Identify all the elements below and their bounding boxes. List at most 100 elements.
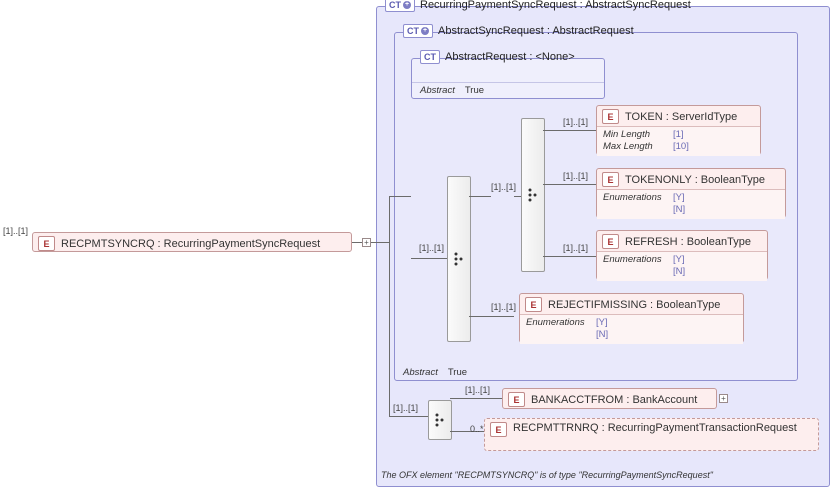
expand-toggle-root[interactable]: + bbox=[362, 238, 371, 247]
complex-type-title-inner: AbstractRequest : <None> bbox=[445, 51, 575, 63]
facet-key: Min Length bbox=[603, 129, 651, 140]
element-refresh-label: REFRESH : BooleanType bbox=[625, 235, 751, 248]
cardinality-bankacctfrom: [1]..[1] bbox=[465, 385, 491, 395]
element-token-facets: Min Length [1] Max Length [10] bbox=[597, 126, 760, 156]
element-icon: E bbox=[38, 236, 55, 251]
facet-value: [10] bbox=[673, 141, 689, 152]
facet-row: [N] bbox=[526, 329, 737, 341]
complex-type-header-inner: CT AbstractRequest : <None> bbox=[418, 50, 577, 64]
abstract-row-mid: Abstract True bbox=[395, 365, 797, 380]
facet-row: Enumerations [Y] bbox=[526, 317, 737, 329]
element-bankacctfrom-head: E BANKACCTFROM : BankAccount bbox=[503, 389, 716, 409]
facet-key bbox=[603, 266, 665, 278]
sequence-dots-bottom bbox=[435, 413, 445, 427]
complex-type-title-mid: AbstractSyncRequest : AbstractRequest bbox=[438, 25, 634, 37]
facet-key: Enumerations bbox=[526, 317, 585, 328]
element-rejectifmissing-facets: Enumerations [Y] [N] bbox=[520, 314, 743, 344]
element-tokenonly-facets: Enumerations [Y] [N] bbox=[597, 189, 785, 219]
facet-row: [N] bbox=[603, 204, 779, 216]
facet-row: Enumerations [Y] bbox=[603, 254, 761, 266]
element-refresh-facets: Enumerations [Y] [N] bbox=[597, 251, 767, 281]
facet-value: [N] bbox=[596, 329, 609, 340]
sequence-dots-inner bbox=[528, 188, 538, 202]
abstract-value-mid: True bbox=[447, 367, 468, 378]
facet-value: [Y] bbox=[673, 192, 685, 203]
facet-key: Enumerations bbox=[603, 192, 662, 203]
facet-value: [N] bbox=[673, 266, 686, 277]
element-bankacctfrom[interactable]: E BANKACCTFROM : BankAccount bbox=[502, 388, 717, 409]
plus-icon: + bbox=[421, 27, 429, 35]
element-recpmttrnrq-label: RECPMTTRNRQ : RecurringPaymentTransactio… bbox=[513, 422, 797, 434]
ct-icon-mid: CT+ bbox=[403, 24, 433, 38]
complex-type-abstractrequest: CT AbstractRequest : <None> Abstract Tru… bbox=[411, 50, 605, 99]
plus-icon: + bbox=[403, 1, 411, 9]
connector-root-to-seq bbox=[371, 242, 389, 243]
facet-key: Enumerations bbox=[603, 254, 662, 265]
element-rejectifmissing[interactable]: E REJECTIFMISSING : BooleanType Enumerat… bbox=[519, 293, 744, 344]
element-bankacctfrom-label: BANKACCTFROM : BankAccount bbox=[531, 393, 698, 406]
element-rejectifmissing-head: E REJECTIFMISSING : BooleanType bbox=[520, 294, 743, 314]
sequence-dots bbox=[454, 252, 464, 266]
facet-value: [N] bbox=[673, 204, 686, 215]
element-token-label: TOKEN : ServerIdType bbox=[625, 110, 738, 123]
connector-seqB-in bbox=[514, 196, 521, 197]
cardinality-root: [1]..[1] bbox=[3, 226, 29, 236]
element-tokenonly[interactable]: E TOKENONLY : BooleanType Enumerations [… bbox=[596, 168, 786, 219]
element-icon: E bbox=[525, 297, 542, 312]
facet-value: [Y] bbox=[673, 254, 685, 265]
element-refresh[interactable]: E REFRESH : BooleanType Enumerations [Y]… bbox=[596, 230, 768, 281]
connector-outer-top bbox=[389, 196, 411, 197]
facet-value: [1] bbox=[673, 129, 684, 140]
abstract-value-inner: True bbox=[464, 85, 485, 96]
element-recpmttrnrq-head: E RECPMTTRNRQ : RecurringPaymentTransact… bbox=[485, 419, 818, 439]
cardinality-tokenonly: [1]..[1] bbox=[563, 171, 589, 181]
facet-row: Enumerations [Y] bbox=[603, 192, 779, 204]
facet-row: Min Length [1] bbox=[603, 129, 754, 141]
sequence-node-outer[interactable] bbox=[447, 176, 471, 342]
element-icon: E bbox=[490, 422, 507, 437]
cardinality-rejectifmissing: [1]..[1] bbox=[491, 302, 517, 312]
connector-seqB-out-refresh bbox=[543, 256, 596, 257]
abstract-label-inner: Abstract bbox=[420, 85, 455, 96]
ct-icon-inner: CT bbox=[420, 50, 440, 64]
expand-toggle-bankacctfrom[interactable]: + bbox=[719, 394, 728, 403]
connector-seqA-out-top bbox=[469, 196, 491, 197]
abstract-row-inner: Abstract True bbox=[412, 82, 604, 98]
sequence-node-inner[interactable] bbox=[521, 118, 545, 272]
footnote-text: The OFX element "RECPMTSYNCRQ" is of typ… bbox=[381, 470, 713, 480]
element-token[interactable]: E TOKEN : ServerIdType Min Length [1] Ma… bbox=[596, 105, 761, 156]
facet-value: [Y] bbox=[596, 317, 608, 328]
complex-type-title-outer: RecurringPaymentSyncRequest : AbstractSy… bbox=[420, 0, 691, 11]
complex-type-header-mid: CT+ AbstractSyncRequest : AbstractReques… bbox=[401, 24, 636, 38]
connector-seq-outer-in bbox=[411, 258, 447, 259]
element-icon: E bbox=[602, 234, 619, 249]
facet-key bbox=[526, 329, 588, 341]
element-recpmtsyncrq[interactable]: E RECPMTSYNCRQ : RecurringPaymentSyncReq… bbox=[32, 232, 352, 252]
cardinality-bottom-group: [1]..[1] bbox=[393, 403, 419, 413]
element-icon: E bbox=[602, 109, 619, 124]
connector-outer-vertical bbox=[389, 196, 390, 416]
element-tokenonly-head: E TOKENONLY : BooleanType bbox=[597, 169, 785, 189]
ct-icon-outer: CT+ bbox=[385, 0, 415, 12]
element-token-head: E TOKEN : ServerIdType bbox=[597, 106, 760, 126]
element-recpmtsyncrq-head: E RECPMTSYNCRQ : RecurringPaymentSyncReq… bbox=[33, 233, 351, 253]
element-recpmttrnrq[interactable]: E RECPMTTRNRQ : RecurringPaymentTransact… bbox=[484, 418, 819, 451]
facet-row: [N] bbox=[603, 266, 761, 278]
facet-key: Max Length bbox=[603, 141, 653, 152]
cardinality-token: [1]..[1] bbox=[563, 117, 589, 127]
facet-key bbox=[603, 204, 665, 216]
connector-seqB-out-tokenonly bbox=[543, 184, 596, 185]
element-refresh-head: E REFRESH : BooleanType bbox=[597, 231, 767, 251]
connector-seqB-out-token bbox=[543, 130, 596, 131]
cardinality-inner-group: [1]..[1] bbox=[419, 243, 445, 253]
element-icon: E bbox=[508, 392, 525, 407]
element-rejectifmissing-label: REJECTIFMISSING : BooleanType bbox=[548, 298, 721, 311]
connector-bottom-in bbox=[411, 416, 428, 417]
complex-type-header-outer: CT+ RecurringPaymentSyncRequest : Abstra… bbox=[383, 0, 693, 12]
element-tokenonly-label: TOKENONLY : BooleanType bbox=[625, 173, 766, 186]
connector-seqA-out-bottom bbox=[469, 316, 514, 317]
element-icon: E bbox=[602, 172, 619, 187]
cardinality-recpmttrnrq: 0..* bbox=[470, 424, 484, 434]
cardinality-choice-group: [1]..[1] bbox=[491, 182, 517, 192]
sequence-node-bottom[interactable] bbox=[428, 400, 452, 440]
